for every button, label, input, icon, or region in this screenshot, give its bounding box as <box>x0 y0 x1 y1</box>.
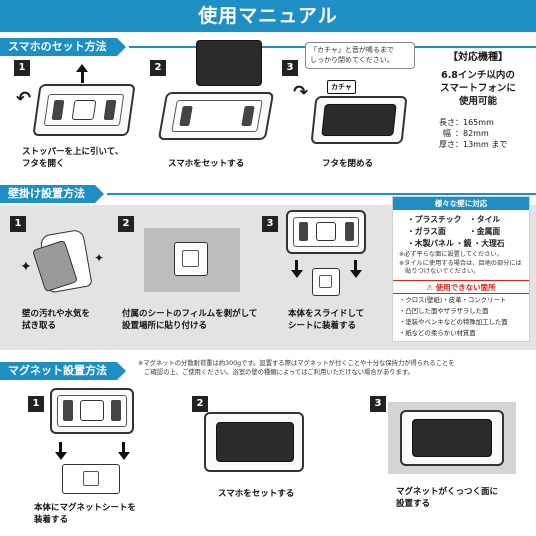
step-caption: マグネットがくっつく面に <box>396 487 499 497</box>
phone-icon <box>412 419 492 457</box>
step-caption: ストッパーを上に引いて、 <box>22 147 124 157</box>
wall-compatibility-panel: 様々な壁に対応 ・プラスチック ・タイル ・ガラス面 ・金属面 ・木製パネル ・… <box>392 196 530 342</box>
step-number: 3 <box>262 216 278 232</box>
spec-length: 長さ：165mm <box>439 118 494 127</box>
arrow-down-icon <box>349 270 362 278</box>
step-caption: 設置する <box>396 499 431 509</box>
arrow-down-icon <box>117 452 130 460</box>
illustration-wipe: ✦ ✦ <box>20 222 110 300</box>
phone-icon <box>216 422 294 462</box>
warning-icon: ⚠ <box>426 282 434 292</box>
ng-item: ・クロス(壁紙)・皮革・コンクリート <box>399 295 507 304</box>
illustration-set-phone-magnet <box>200 412 310 474</box>
step-caption: スマホをセットする <box>168 159 245 169</box>
ng-item: ・凸凹した面やザラザラした面 <box>399 306 489 315</box>
illustration-attach-magnet <box>48 388 142 498</box>
arrow-down-icon <box>54 452 67 460</box>
section-title: マグネット設置方法 <box>0 362 126 380</box>
step-number: 3 <box>370 396 386 412</box>
sparkle-icon: ✦ <box>20 259 32 275</box>
click-badge: カチャ <box>327 80 356 94</box>
step-number: 2 <box>192 396 208 412</box>
step-number: 1 <box>10 216 26 232</box>
section-header-magnet-mount: マグネット設置方法 <box>0 362 536 380</box>
rotate-arrow-icon: ↷ <box>293 82 309 103</box>
step-number: 3 <box>282 60 298 76</box>
illustration-slide-mount <box>284 210 374 304</box>
step-caption: 付属のシートのフィルムを剥がして <box>122 309 258 319</box>
step-caption: シートに装着する <box>288 321 357 331</box>
arrow-up-icon <box>76 64 88 72</box>
step-caption: 拭き取る <box>22 321 57 331</box>
specs-title: 【対応機種】 <box>448 52 508 63</box>
step-caption: 装着する <box>34 515 69 525</box>
step-number: 2 <box>150 60 166 76</box>
wall-note: 貼りつけないでください。 <box>399 268 480 275</box>
speech-bubble: 「カチャ」と音が鳴るまで しっかり閉めてください。 <box>305 42 415 69</box>
specs-panel: 【対応機種】 6.8インチ以内の スマートフォンに 使用可能 長さ：165mm … <box>425 48 531 150</box>
sparkle-icon: ✦ <box>94 251 105 265</box>
illustration-magnet-wall <box>388 402 516 474</box>
wall-panel-title: 様々な壁に対応 <box>393 197 529 210</box>
phone-icon <box>196 40 262 86</box>
illustration-set-phone <box>150 40 280 145</box>
magnet-note: ※マグネットの分散耐荷重は約300gです。設置する際はマグネットが付くことや十分… <box>138 360 455 376</box>
spec-thickness: 厚さ：13mm まで <box>439 140 508 149</box>
adhesive-sheet <box>174 242 208 276</box>
step-caption: 設置場所に貼り付ける <box>122 321 208 331</box>
wall-note: ※タイルに使用する場合は、目地の部分には <box>399 259 522 267</box>
page-title: 使用マニュアル <box>0 0 536 32</box>
illustration-wall-sheet <box>144 228 240 292</box>
step-caption: 壁の汚れや水気を <box>22 309 91 319</box>
magnet-sheet <box>62 464 120 494</box>
step-caption: フタを開く <box>22 159 65 169</box>
spec-width: 幅：82mm <box>443 129 489 138</box>
step-number: 2 <box>118 216 134 232</box>
ok-surface-list: ・プラスチック ・タイル ・ガラス面 ・金属面 ・木製パネル ・鏡 ・大理石 <box>407 215 505 248</box>
section-header-wall-mount: 壁掛け設置方法 <box>0 185 536 203</box>
rotate-arrow-icon: ↶ <box>16 88 32 109</box>
ng-item: ・紙などの柔らかい材質面 <box>399 328 476 337</box>
ng-title: ⚠ 使用できない箇所 <box>393 279 529 294</box>
step-caption: スマホをセットする <box>218 489 295 499</box>
ng-item: ・塗装やペンキなどの特殊加工した面 <box>399 317 508 326</box>
step-number: 1 <box>14 60 30 76</box>
step-caption: 本体をスライドして <box>288 309 365 319</box>
illustration-open-lid: ↶ <box>14 62 139 142</box>
arrow-down-icon <box>290 270 303 278</box>
wall-note: ※必ず平らな面に設置してください。 <box>399 251 503 258</box>
divider <box>107 193 536 195</box>
step-caption: フタを閉める <box>322 159 374 169</box>
step-caption: 本体にマグネットシートを <box>34 503 137 513</box>
section-title: 壁掛け設置方法 <box>0 185 104 203</box>
illustration-close-lid: ↷ カチャ <box>285 78 415 148</box>
step-number: 1 <box>28 396 44 412</box>
section-title: スマホのセット方法 <box>0 38 126 56</box>
